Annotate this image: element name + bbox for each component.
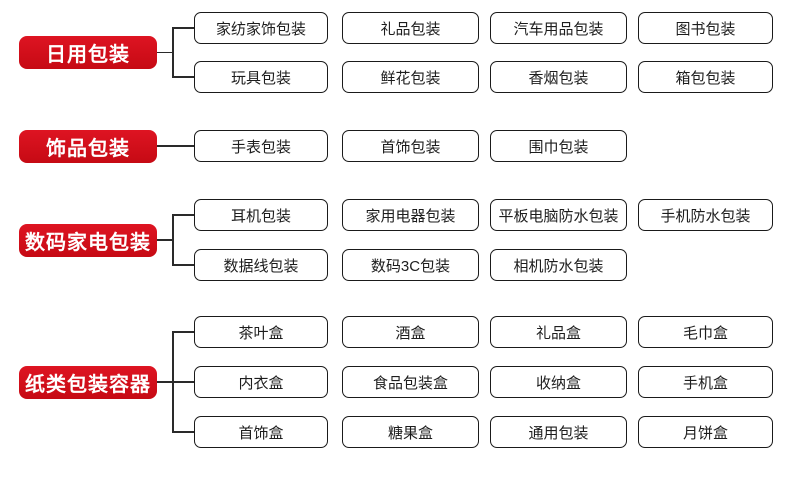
connector-line [157, 381, 172, 383]
item-node[interactable]: 玩具包装 [194, 61, 328, 93]
connector-stub [172, 214, 194, 216]
item-node[interactable]: 汽车用品包装 [490, 12, 627, 44]
item-node[interactable]: 酒盒 [342, 316, 479, 348]
item-node[interactable]: 耳机包装 [194, 199, 328, 231]
category-node-1[interactable]: 日用包装 [19, 36, 157, 69]
item-node[interactable]: 手表包装 [194, 130, 328, 162]
item-node[interactable]: 糖果盒 [342, 416, 479, 448]
item-node[interactable]: 毛巾盒 [638, 316, 773, 348]
connector-stub [172, 76, 194, 78]
item-node[interactable]: 数据线包装 [194, 249, 328, 281]
category-node-2[interactable]: 饰品包装 [19, 129, 157, 163]
item-node[interactable]: 收纳盒 [490, 366, 627, 398]
item-node[interactable]: 内衣盒 [194, 366, 328, 398]
item-node[interactable]: 数码3C包装 [342, 249, 479, 281]
item-node[interactable]: 通用包装 [490, 416, 627, 448]
connector-stub [172, 331, 194, 333]
item-node[interactable]: 鲜花包装 [342, 61, 479, 93]
item-node[interactable]: 茶叶盒 [194, 316, 328, 348]
connector-trunk [172, 27, 174, 78]
item-node[interactable]: 围巾包装 [490, 130, 627, 162]
item-node[interactable]: 图书包装 [638, 12, 773, 44]
item-node[interactable]: 食品包装盒 [342, 366, 479, 398]
category-node-3[interactable]: 数码家电包装 [19, 223, 157, 257]
item-node[interactable]: 月饼盒 [638, 416, 773, 448]
item-node[interactable]: 香烟包装 [490, 61, 627, 93]
connector-line [157, 239, 172, 241]
item-node[interactable]: 家纺家饰包装 [194, 12, 328, 44]
connector-stub [172, 381, 194, 383]
item-node[interactable]: 手机防水包装 [638, 199, 773, 231]
connector-stub [172, 264, 194, 266]
item-node[interactable]: 首饰包装 [342, 130, 479, 162]
item-node[interactable]: 平板电脑防水包装 [490, 199, 627, 231]
category-node-4[interactable]: 纸类包装容器 [19, 365, 157, 399]
item-node[interactable]: 首饰盒 [194, 416, 328, 448]
connector-trunk [172, 214, 174, 266]
item-node[interactable]: 箱包包装 [638, 61, 773, 93]
item-node[interactable]: 礼品盒 [490, 316, 627, 348]
item-node[interactable]: 手机盒 [638, 366, 773, 398]
item-node[interactable]: 相机防水包装 [490, 249, 627, 281]
connector-line [157, 51, 172, 54]
connector-stub [172, 431, 194, 433]
connector-line [157, 145, 194, 147]
item-node[interactable]: 礼品包装 [342, 12, 479, 44]
connector-stub [172, 27, 194, 29]
item-node[interactable]: 家用电器包装 [342, 199, 479, 231]
